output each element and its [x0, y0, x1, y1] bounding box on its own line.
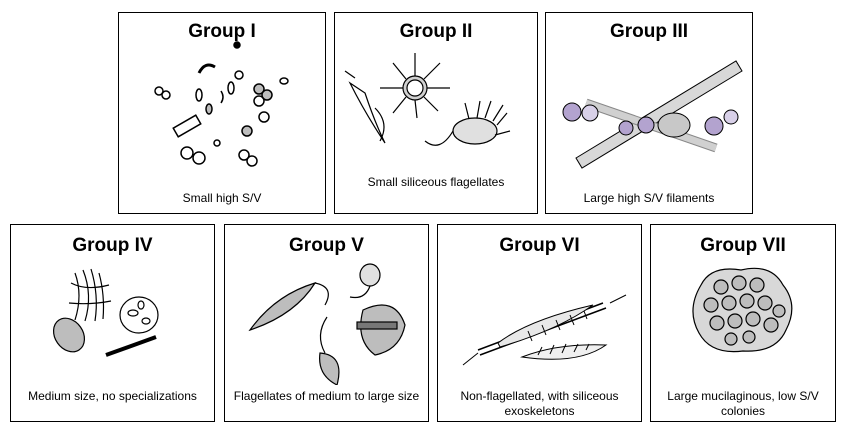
group-vii-panel: Group VII Large mucilaginous, low S/V co…: [650, 224, 836, 422]
group-ii-caption: Small siliceous flagellates: [339, 175, 533, 190]
small-cells-icon: [119, 13, 324, 173]
medium-cells-icon: [11, 225, 216, 375]
group-v-caption: Flagellates of medium to large size: [229, 389, 424, 404]
group-iii-caption: Large high S/V filaments: [550, 191, 748, 206]
flagellates-icon: [225, 225, 430, 385]
group-iv-caption: Medium size, no specializations: [15, 389, 210, 404]
filaments-icon: [546, 13, 751, 193]
group-vi-panel: Group VI Non-flagellated, with siliceous…: [437, 224, 642, 422]
diatoms-icon: [438, 225, 643, 385]
siliceous-flagellates-icon: [335, 13, 535, 173]
group-vi-caption: Non-flagellated, with siliceous exoskele…: [442, 389, 637, 419]
group-v-panel: Group V Flagellates of medium to large s…: [224, 224, 429, 422]
colony-icon: [651, 225, 837, 385]
group-iv-panel: Group IV Medium size, no specializations: [10, 224, 215, 422]
group-vii-caption: Large mucilaginous, low S/V colonies: [655, 389, 831, 419]
group-iii-panel: Group III Large high S/V filaments: [545, 12, 753, 214]
group-i-caption: Small high S/V: [123, 191, 321, 206]
group-i-panel: Group I Small high S/V: [118, 12, 326, 214]
group-ii-panel: Group II Small siliceous flagellates: [334, 12, 538, 214]
